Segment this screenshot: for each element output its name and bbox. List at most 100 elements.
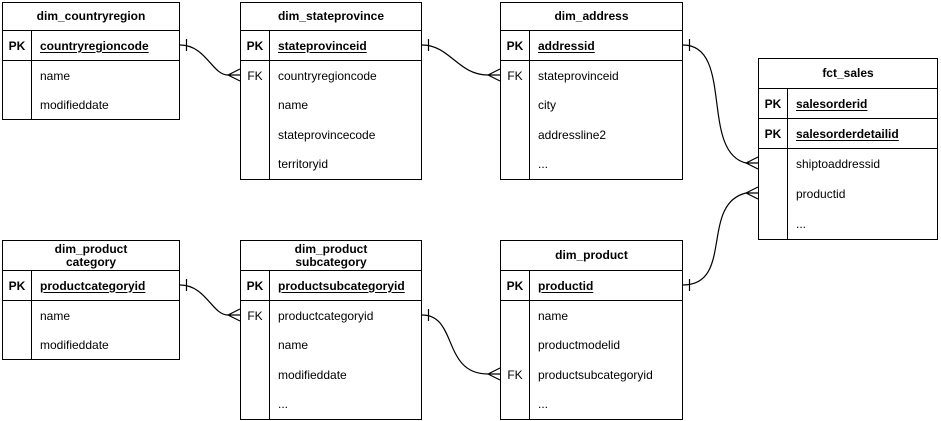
- field-name: name: [538, 308, 569, 323]
- table-row: ...: [759, 209, 937, 239]
- table-row: ...: [241, 389, 421, 419]
- table-title-line: dim_product: [54, 241, 128, 256]
- table-dim-product: dim_product PK productid name productmod…: [500, 240, 683, 420]
- field-name: territoryid: [278, 157, 329, 172]
- field-name: productsubcategoryid: [538, 367, 653, 382]
- pk-badge: PK: [501, 31, 530, 60]
- field-name: name: [278, 338, 309, 353]
- fk-badge: FK: [501, 61, 530, 91]
- connector-address-fctsales: [682, 39, 759, 170]
- key-badge: [759, 179, 788, 209]
- table-row: productid: [759, 179, 937, 209]
- field-name: productsubcategoryid: [278, 278, 405, 293]
- connector-category-subcategory: [179, 279, 241, 322]
- fk-badge: FK: [241, 61, 270, 91]
- key-badge: [241, 149, 270, 179]
- table-row: PK addressid: [501, 31, 682, 61]
- crow-foot-many: [487, 367, 501, 381]
- key-badge: [3, 301, 32, 330]
- field-name: name: [40, 308, 71, 323]
- table-row: PK salesorderdetailid: [759, 119, 937, 149]
- table-row: modifieddate: [3, 90, 179, 119]
- key-badge: [501, 301, 530, 331]
- field-name: ...: [796, 217, 807, 231]
- table-row: FK countryregioncode: [241, 61, 421, 91]
- key-badge: [3, 61, 32, 90]
- table-row: name: [3, 301, 179, 330]
- field-name: shiptoaddressid: [796, 157, 881, 171]
- pk-badge: PK: [241, 271, 270, 300]
- field-name: productmodelid: [538, 338, 621, 353]
- table-dim-countryregion: dim_countryregion PK countryregioncode n…: [2, 2, 180, 120]
- table-title: dim_product: [501, 241, 682, 271]
- key-badge: [501, 90, 530, 120]
- key-badge: [759, 209, 788, 239]
- table-title: dim_product subcategory: [241, 241, 421, 271]
- field-name: name: [278, 98, 309, 113]
- table-row: stateprovincecode: [241, 120, 421, 150]
- table-row: ...: [501, 389, 682, 419]
- table-title-line: dim_product: [294, 241, 368, 256]
- connector-product-fctsales: [682, 186, 759, 291]
- table-row: territoryid: [241, 149, 421, 179]
- field-name: addressid: [538, 38, 595, 53]
- key-badge: [241, 90, 270, 120]
- table-dim-address: dim_address PK addressid FK stateprovinc…: [500, 2, 683, 180]
- key-badge: [241, 360, 270, 390]
- field-name: productid: [796, 187, 846, 201]
- field-name: countryregioncode: [40, 38, 149, 53]
- table-row: name: [241, 90, 421, 120]
- table-title: dim_product category: [3, 241, 179, 271]
- field-name: modifieddate: [40, 97, 109, 112]
- table-row: city: [501, 90, 682, 120]
- table-row: modifieddate: [241, 360, 421, 390]
- table-title: dim_address: [501, 3, 682, 31]
- table-row: ...: [501, 149, 682, 179]
- pk-badge: PK: [241, 31, 270, 60]
- field-name: stateprovincecode: [278, 127, 376, 142]
- field-name: salesorderdetailid: [796, 126, 899, 141]
- connector-subcategory-product: [421, 309, 501, 381]
- key-badge: [501, 120, 530, 150]
- key-badge: [3, 330, 32, 359]
- field-name: salesorderid: [796, 96, 868, 111]
- crow-foot-many: [227, 68, 241, 82]
- table-title: dim_countryregion: [3, 3, 179, 31]
- field-name: name: [40, 68, 71, 83]
- crow-foot-many: [745, 156, 759, 170]
- table-title: fct_sales: [759, 59, 937, 89]
- key-badge: [241, 389, 270, 419]
- field-name: ...: [278, 397, 289, 412]
- field-name: addressline2: [538, 127, 607, 142]
- field-name: productcategoryid: [278, 308, 374, 323]
- key-badge: [3, 90, 32, 119]
- connector-stateprovince-address: [421, 39, 501, 82]
- key-badge: [241, 330, 270, 360]
- pk-badge: PK: [759, 89, 788, 118]
- pk-badge: PK: [501, 271, 530, 300]
- table-row: addressline2: [501, 120, 682, 150]
- field-name: countryregioncode: [278, 68, 377, 83]
- key-badge: [501, 330, 530, 360]
- pk-badge: PK: [759, 119, 788, 148]
- key-badge: [501, 149, 530, 179]
- field-name: stateprovinceid: [538, 68, 619, 83]
- field-name: modifieddate: [40, 337, 109, 352]
- field-name: ...: [538, 397, 549, 412]
- fk-badge: FK: [501, 360, 530, 390]
- pk-badge: PK: [3, 271, 32, 300]
- table-dim-product-subcategory: dim_product subcategory PK productsubcat…: [240, 240, 422, 420]
- field-name: modifieddate: [278, 367, 347, 382]
- crow-foot-many: [745, 186, 759, 200]
- field-name: stateprovinceid: [278, 38, 367, 53]
- crow-foot-many: [487, 68, 501, 82]
- table-row: FK productcategoryid: [241, 301, 421, 331]
- table-title: dim_stateprovince: [241, 3, 421, 31]
- pk-badge: PK: [3, 31, 32, 60]
- field-name: productid: [538, 278, 594, 293]
- field-name: productcategoryid: [40, 278, 146, 293]
- fk-badge: FK: [241, 301, 270, 331]
- key-badge: [501, 389, 530, 419]
